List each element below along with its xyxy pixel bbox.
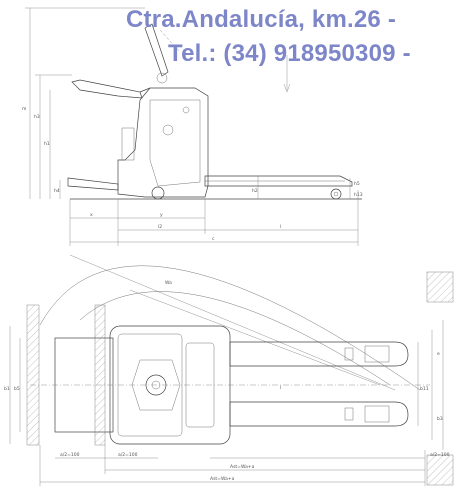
tiller-handle — [71, 79, 143, 99]
side-view: m h3 h1 h4 h2 h5 h13 x y l2 l c — [22, 7, 363, 246]
dim-ast-2: Ast=Wa+a — [210, 476, 235, 482]
dim-h1: h1 — [44, 141, 50, 147]
fork-side — [204, 175, 353, 187]
fork-top-lower — [229, 401, 409, 427]
dim-a2-middle: a/2=100 — [118, 452, 138, 458]
top-view: Wa b1 b5 b11 e b3 l — [4, 254, 454, 486]
dim-ast-1: Ast=Wa+a — [230, 464, 255, 470]
wall-hatch-top — [426, 271, 454, 303]
dim-a2-left: a/2=100 — [60, 452, 80, 458]
dim-h: m — [22, 107, 26, 112]
dim-e: e — [437, 352, 440, 357]
chassis-body — [117, 87, 209, 198]
dim-l2: l2 — [158, 224, 162, 230]
dim-h3: h3 — [34, 114, 40, 120]
dim-b3: b3 — [437, 416, 443, 422]
turning-arc-outer — [39, 265, 421, 391]
watermark-phone: Tel.: (34) 918950309 - — [168, 40, 411, 67]
dim-y: y — [160, 213, 163, 218]
wall-hatch-left — [26, 304, 40, 446]
dim-h2: h2 — [252, 188, 258, 194]
dim-b1: b1 — [4, 386, 10, 392]
dim-l-side: l — [280, 224, 281, 230]
tiller-raised — [144, 23, 169, 77]
load-wheel — [330, 188, 342, 200]
dim-l-top: l — [280, 385, 281, 391]
wall-hatch-bottom — [426, 454, 454, 486]
operator-platform — [67, 177, 119, 191]
dim-wa-arc: Wa — [165, 280, 172, 286]
watermark-address: Ctra.Andalucía, km.26 - — [126, 6, 397, 33]
dim-h13: h13 — [354, 192, 363, 198]
dim-b5: b5 — [14, 386, 20, 392]
dim-c: c — [212, 237, 215, 242]
dim-a2-right: a/2=100 — [430, 452, 450, 458]
dim-x: x — [90, 213, 93, 218]
dim-h4: h4 — [54, 188, 60, 194]
fork-top-upper — [229, 341, 409, 367]
wall-hatch-middle — [94, 304, 106, 446]
turning-arc-inner — [79, 291, 391, 386]
dim-h5: h5 — [354, 181, 360, 187]
dim-b11: b11 — [420, 386, 429, 392]
drive-wheel — [151, 186, 165, 200]
